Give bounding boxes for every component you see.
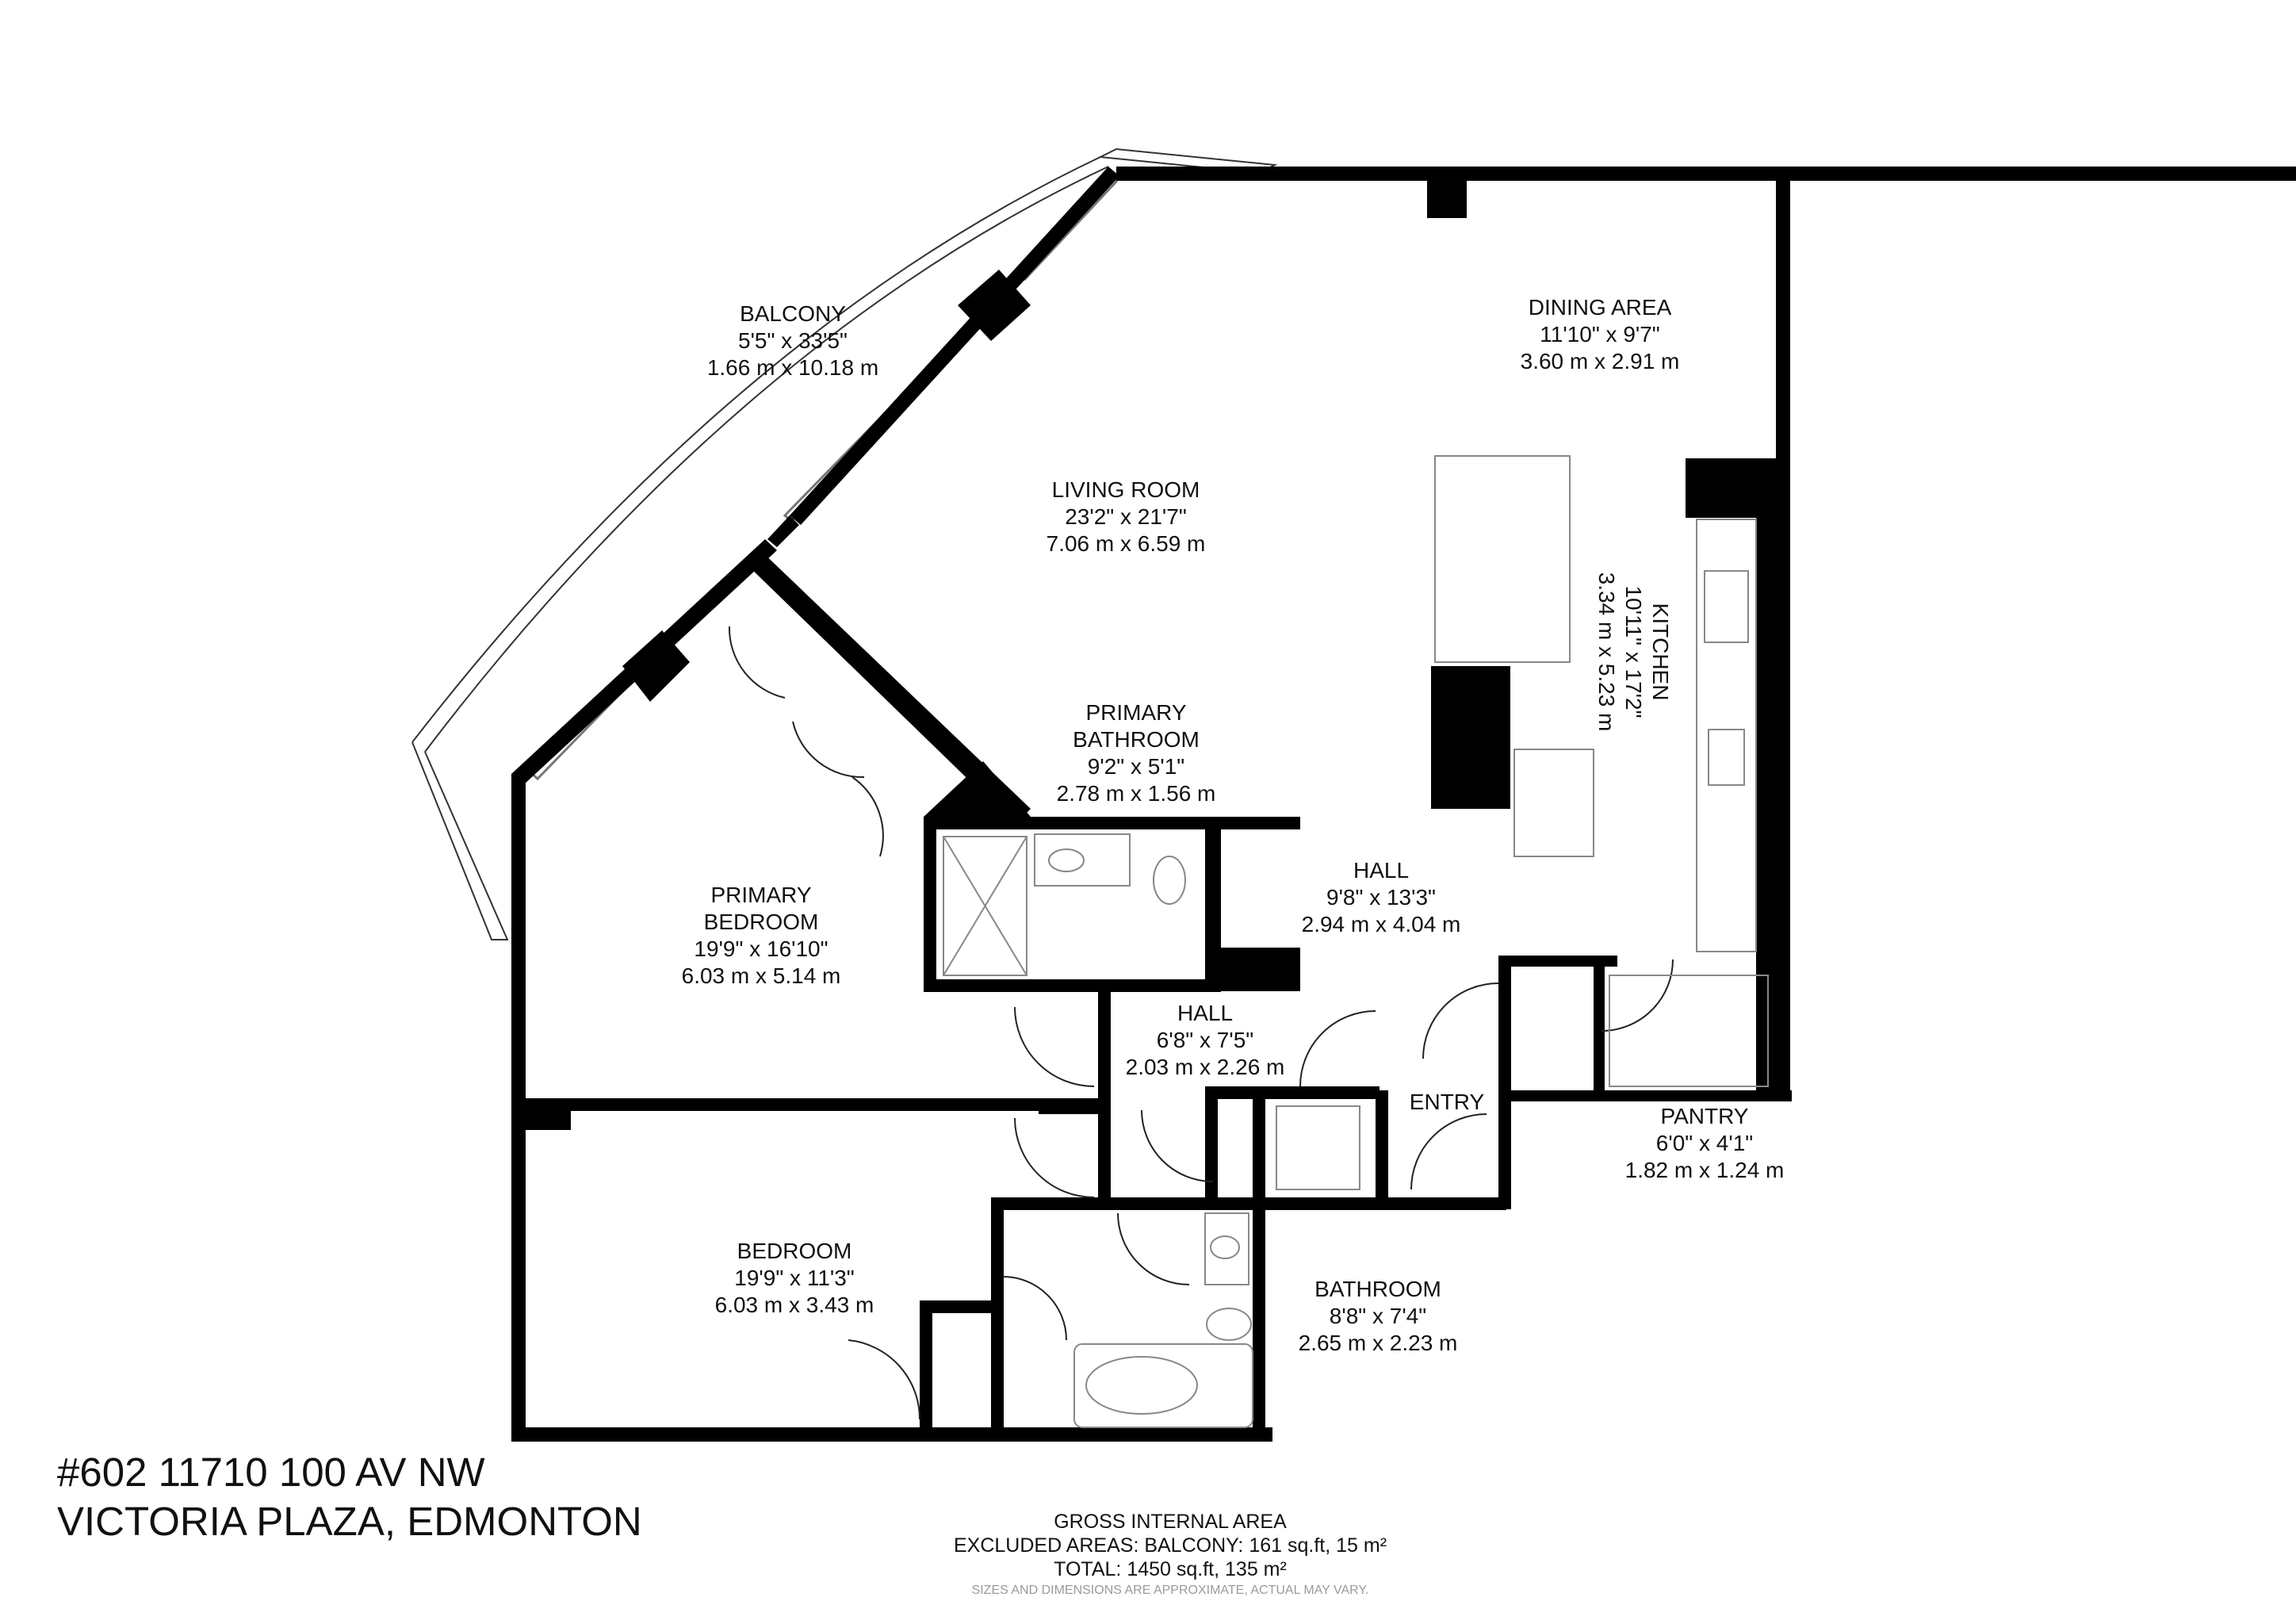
pantry-label: PANTRY 6'0" x 4'1" 1.82 m x 1.24 m xyxy=(1625,1103,1785,1184)
hall-small-name: HALL xyxy=(1177,1001,1234,1025)
pantry-imperial: 6'0" x 4'1" xyxy=(1655,1131,1754,1155)
bathroom-imperial: 8'8" x 7'4" xyxy=(1329,1304,1427,1328)
bedroom-name: BEDROOM xyxy=(737,1239,852,1263)
kitchen-name: KITCHEN xyxy=(1648,603,1673,701)
bathroom-name: BATHROOM xyxy=(1314,1277,1441,1301)
balcony-label: BALCONY 5'5" x 33'5" 1.66 m x 10.18 m xyxy=(707,301,878,381)
hall-main-label: HALL 9'8" x 13'3" 2.94 m x 4.04 m xyxy=(1302,857,1461,938)
primary-bed-name-1: PRIMARY xyxy=(710,883,812,907)
area-note: SIZES AND DIMENSIONS ARE APPROXIMATE, AC… xyxy=(971,1584,1369,1597)
hall-main-imperial: 9'8" x 13'3" xyxy=(1326,885,1436,910)
kitchen-label: KITCHEN 10'11" x 17'2" 3.34 m x 5.23 m xyxy=(1593,573,1674,732)
area-total: TOTAL: 1450 sq.ft, 135 m² xyxy=(1054,1558,1287,1580)
living-metric: 7.06 m x 6.59 m xyxy=(1046,531,1206,556)
area-title: GROSS INTERNAL AREA xyxy=(1054,1511,1287,1533)
area-excluded: EXCLUDED AREAS: BALCONY: 161 sq.ft, 15 m… xyxy=(953,1534,1387,1557)
area-summary: GROSS INTERNAL AREA EXCLUDED AREAS: BALC… xyxy=(954,1510,1387,1600)
address-line-2: VICTORIA PLAZA, EDMONTON xyxy=(57,1499,642,1544)
hall-small-label: HALL 6'8" x 7'5" 2.03 m x 2.26 m xyxy=(1126,1000,1285,1081)
hall-small-imperial: 6'8" x 7'5" xyxy=(1156,1028,1254,1052)
primary-bath-metric: 2.78 m x 1.56 m xyxy=(1056,781,1216,806)
primary-bath-imperial: 9'2" x 5'1" xyxy=(1087,754,1185,779)
living-imperial: 23'2" x 21'7" xyxy=(1065,504,1187,529)
living-label: LIVING ROOM 23'2" x 21'7" 7.06 m x 6.59 … xyxy=(1047,477,1206,557)
kitchen-metric: 3.34 m x 5.23 m xyxy=(1594,572,1619,732)
doors xyxy=(728,626,1674,1420)
pantry-name: PANTRY xyxy=(1660,1104,1749,1128)
address-block: #602 11710 100 AV NW VICTORIA PLAZA, EDM… xyxy=(57,1448,642,1546)
balcony-name: BALCONY xyxy=(740,301,846,326)
dining-label: DINING AREA 11'10" x 9'7" 3.60 m x 2.91 … xyxy=(1521,294,1680,375)
dining-name: DINING AREA xyxy=(1528,295,1672,320)
hall-small-metric: 2.03 m x 2.26 m xyxy=(1125,1055,1285,1079)
primary-bath-label: PRIMARY BATHROOM 9'2" x 5'1" 2.78 m x 1.… xyxy=(1057,699,1216,807)
pantry-metric: 1.82 m x 1.24 m xyxy=(1624,1158,1785,1182)
balcony-imperial: 5'5" x 33'5" xyxy=(738,328,848,353)
fixtures xyxy=(943,455,1769,1428)
dining-imperial: 11'10" x 9'7" xyxy=(1540,322,1660,347)
primary-bed-name-2: BEDROOM xyxy=(703,910,819,934)
kitchen-imperial: 10'11" x 17'2" xyxy=(1621,585,1646,718)
living-name: LIVING ROOM xyxy=(1051,477,1200,502)
primary-bed-imperial: 19'9" x 16'10" xyxy=(694,936,828,961)
address-line-1: #602 11710 100 AV NW xyxy=(57,1450,485,1495)
bedroom-imperial: 19'9" x 11'3" xyxy=(734,1266,855,1290)
primary-bath-name-1: PRIMARY xyxy=(1085,700,1187,725)
bathroom-label: BATHROOM 8'8" x 7'4" 2.65 m x 2.23 m xyxy=(1299,1276,1458,1357)
primary-bath-name-2: BATHROOM xyxy=(1073,727,1200,752)
bathroom-metric: 2.65 m x 2.23 m xyxy=(1298,1331,1458,1355)
entry-label: ENTRY xyxy=(1410,1089,1484,1116)
walls xyxy=(511,167,2296,1442)
dining-metric: 3.60 m x 2.91 m xyxy=(1520,349,1680,373)
bedroom-label: BEDROOM 19'9" x 11'3" 6.03 m x 3.43 m xyxy=(715,1238,874,1319)
primary-bed-label: PRIMARY BEDROOM 19'9" x 16'10" 6.03 m x … xyxy=(682,882,841,990)
bedroom-metric: 6.03 m x 3.43 m xyxy=(714,1293,874,1317)
hall-main-metric: 2.94 m x 4.04 m xyxy=(1301,912,1461,936)
entry-name: ENTRY xyxy=(1409,1090,1485,1114)
balcony-metric: 1.66 m x 10.18 m xyxy=(706,355,879,380)
hall-main-name: HALL xyxy=(1353,858,1410,883)
primary-bed-metric: 6.03 m x 5.14 m xyxy=(681,963,841,988)
balcony-outline xyxy=(411,147,1278,940)
kitchen-island-walls xyxy=(1431,666,1510,809)
